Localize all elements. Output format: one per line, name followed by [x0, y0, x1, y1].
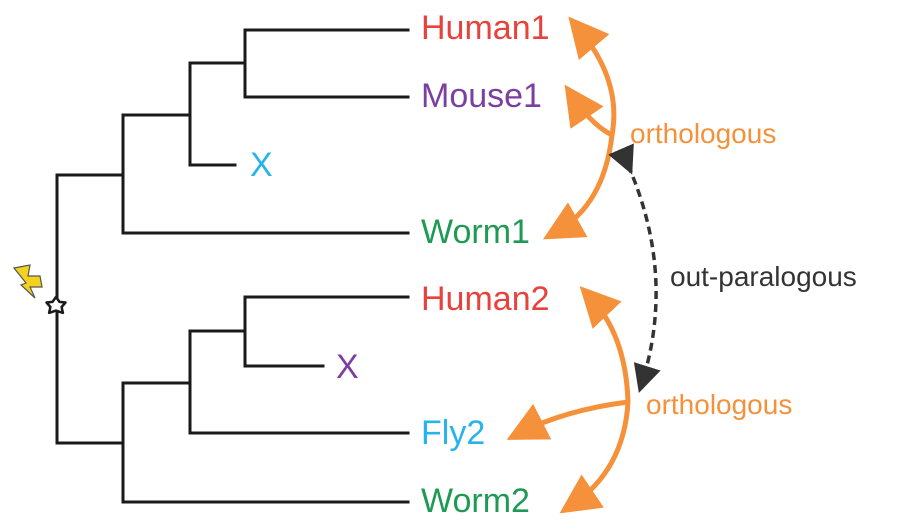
taxon-label-human2: Human2	[421, 280, 550, 318]
arrow-to-human1	[568, 16, 617, 138]
taxon-label-fly2: Fly2	[421, 414, 486, 452]
arrow-to-worm2	[559, 399, 631, 514]
relation-label-orthologous-bottom: orthologous	[646, 389, 793, 420]
taxon-label-mouse1: Mouse1	[421, 77, 542, 115]
taxon-label-human1: Human1	[421, 9, 550, 47]
duplication-event	[12, 264, 67, 315]
arrow-to-fly2	[506, 399, 631, 440]
arrow-to-human2	[579, 286, 631, 405]
lost-gene-label-top: X	[250, 146, 273, 184]
lightning-bolt-icon	[12, 264, 43, 299]
relation-label-out-paralogous: out-paralogous	[670, 261, 857, 292]
orthologous-arrows-top	[542, 16, 617, 240]
orthologous-arrows-bottom	[506, 286, 631, 514]
taxon-label-worm2: Worm2	[421, 482, 530, 520]
arrow-to-mouse1	[564, 84, 615, 138]
lost-gene-label-bottom: X	[336, 348, 359, 386]
phylogenetic-tree	[55, 28, 410, 504]
relation-label-orthologous-top: orthologous	[630, 118, 777, 149]
arrow-to-worm1	[542, 132, 615, 240]
out-paralogous-arrow	[608, 143, 661, 394]
taxon-label-worm1: Worm1	[421, 213, 530, 251]
star-icon	[45, 295, 67, 315]
